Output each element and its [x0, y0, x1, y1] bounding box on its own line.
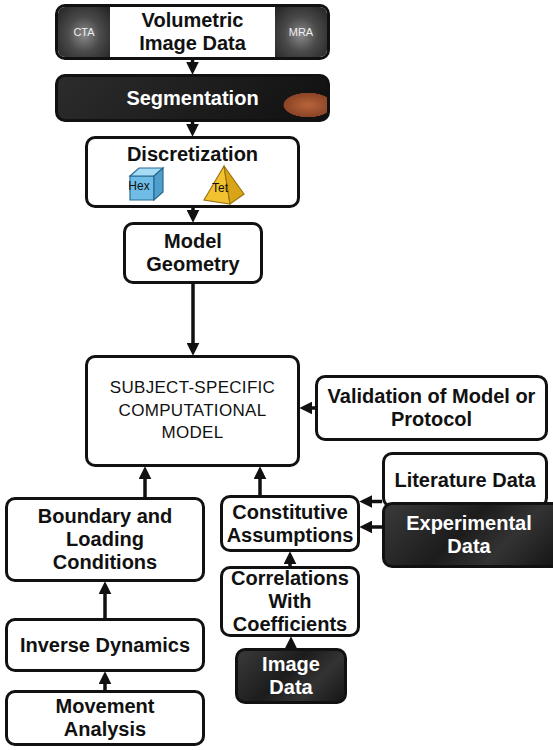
flow-arrow [191, 60, 195, 66]
box-text: Experimental Data [393, 512, 545, 558]
box-text: Correlations With Coefficients [231, 567, 349, 636]
process-box: Model Geometry [123, 222, 263, 284]
box-text: Volumetric Image Data [110, 7, 275, 57]
box-text: Image Data [246, 653, 336, 699]
process-box: Correlations With Coefficients [220, 566, 360, 637]
input-box: CTAVolumetric Image DataMRA [55, 4, 330, 60]
box-text: SUBJECT-SPECIFIC COMPUTATIONAL MODEL [96, 377, 289, 446]
process-box: Segmentation [55, 74, 330, 122]
input-box: Experimental Data [382, 502, 553, 568]
box-text: Inverse Dynamics [20, 634, 190, 657]
process-box: Validation of Model or Protocol [315, 375, 548, 441]
box-text: Model Geometry [134, 230, 252, 276]
box-text: Validation of Model or Protocol [326, 385, 537, 431]
flow-arrow [368, 525, 382, 529]
flow-arrow [103, 590, 107, 618]
box-text: Discretization [127, 143, 258, 166]
process-box: Inverse Dynamics [5, 618, 205, 672]
box-text: Movement Analysis [16, 695, 194, 741]
flow-arrow [191, 122, 195, 128]
flow-arrow [258, 475, 262, 495]
flow-arrow [191, 208, 195, 214]
icon-label: Tet [198, 182, 242, 196]
flow-arrow [368, 500, 382, 504]
input-box: Image Data [235, 648, 347, 704]
process-box: DiscretizationHex Tet [85, 136, 300, 208]
flow-arrow [143, 475, 147, 497]
input-box: Literature Data [382, 452, 548, 508]
box-text: Literature Data [394, 469, 535, 492]
icon-label: Hex [117, 180, 161, 194]
model-box: SUBJECT-SPECIFIC COMPUTATIONAL MODEL [85, 355, 300, 467]
box-text: Segmentation [126, 87, 258, 110]
image-label: CTA [58, 7, 110, 57]
box-text: Boundary and Loading Conditions [16, 505, 194, 574]
box-text: Constitutive Assumptions [227, 501, 354, 547]
flow-arrow [308, 406, 315, 410]
process-box: Constitutive Assumptions [220, 495, 360, 552]
flow-arrow [103, 680, 107, 690]
process-box: Boundary and Loading Conditions [5, 497, 205, 582]
input-box: Movement Analysis [5, 690, 205, 746]
image-label: MRA [275, 7, 327, 57]
flow-arrow [191, 284, 195, 347]
